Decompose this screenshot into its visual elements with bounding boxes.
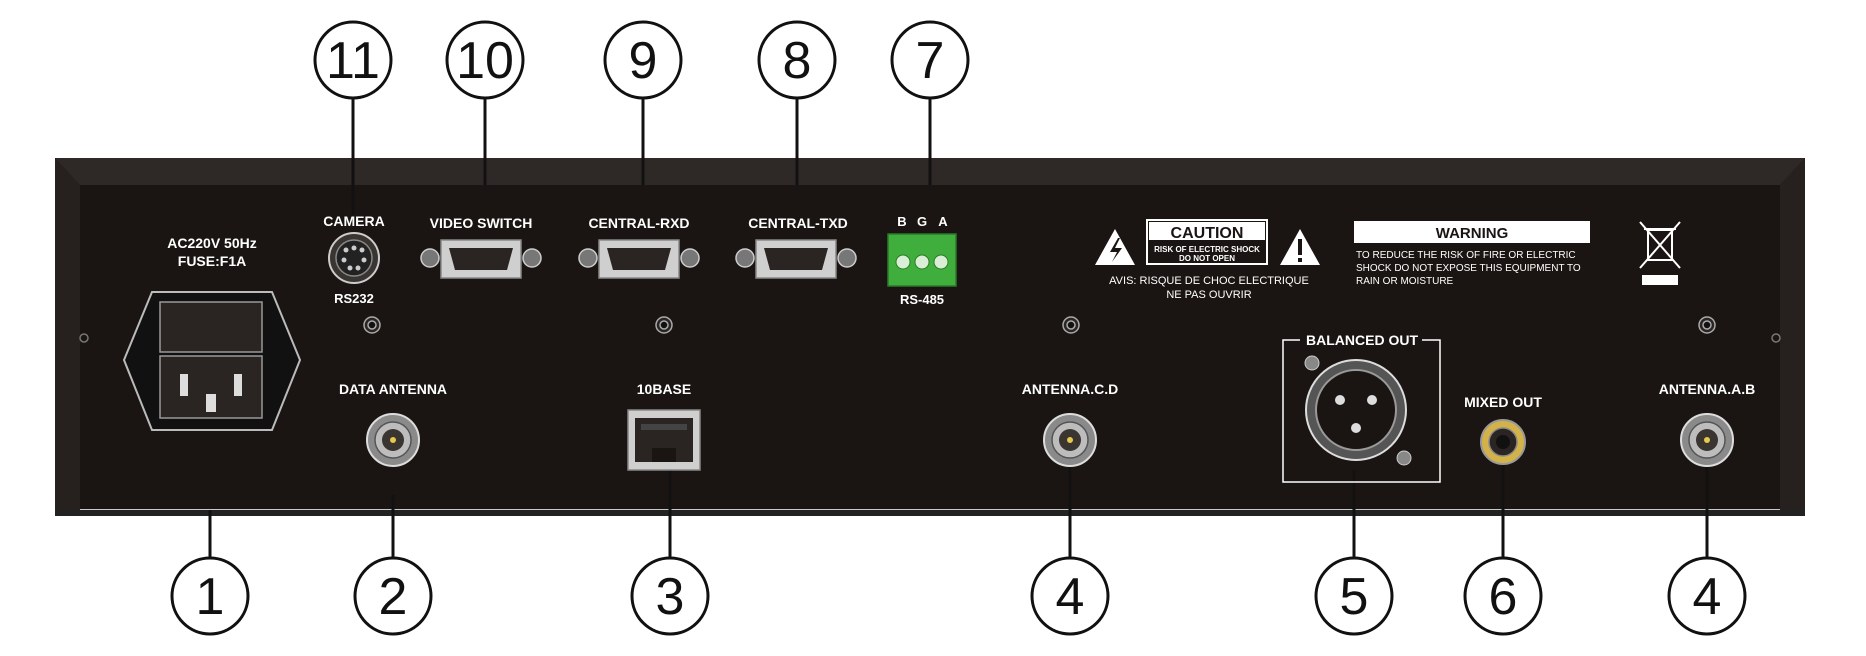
weee-bin-icon (1639, 221, 1681, 285)
callout-10-number: 10 (456, 32, 514, 90)
warning-block (1354, 221, 1590, 243)
rs485-terminal-block (887, 233, 957, 287)
warning-line2: SHOCK DO NOT EXPOSE THIS EQUIPMENT TO (1356, 263, 1581, 274)
power-label-line1: AC220V 50Hz (167, 235, 257, 251)
callout-7: 7 (890, 20, 970, 100)
callout-1: 1 (170, 556, 250, 636)
callout-11-number: 11 (326, 32, 380, 90)
callout-4-right: 4 (1667, 556, 1747, 636)
warning-title: WARNING (1436, 225, 1509, 242)
bottom-leader-lines (208, 462, 1709, 558)
caution-avis-line2: NE PAS OUVRIR (1166, 289, 1251, 301)
callout-7-number: 7 (916, 32, 945, 90)
camera-connector (328, 232, 380, 284)
video-switch-db9 (420, 239, 542, 279)
rs485-pin-g: G (917, 214, 927, 229)
mixed-out-jack (1480, 419, 1526, 465)
rs232-label: RS232 (334, 291, 374, 306)
rs485-label: RS-485 (900, 292, 944, 307)
warning-line1: TO REDUCE THE RISK OF FIRE OR ELECTRIC (1356, 250, 1576, 261)
callout-4-left: 4 (1030, 556, 1110, 636)
antenna-ab-bnc (1680, 413, 1734, 467)
callout-10: 10 (445, 20, 525, 100)
callout-3: 3 (630, 556, 710, 636)
video-switch-label: VIDEO SWITCH (430, 215, 533, 231)
ethernet-label: 10BASE (637, 381, 691, 397)
mixed-out-label: MIXED OUT (1464, 394, 1542, 410)
central-txd-label: CENTRAL-TXD (748, 215, 848, 231)
caution-avis-line1: AVIS: RISQUE DE CHOC ELECTRIQUE (1109, 275, 1309, 287)
callout-9-number: 9 (629, 32, 658, 90)
callout-2-number: 2 (379, 568, 408, 626)
callout-4-left-number: 4 (1056, 568, 1085, 626)
callout-5: 5 (1314, 556, 1394, 636)
balanced-out-label: BALANCED OUT (1306, 332, 1418, 348)
warning-line3: RAIN OR MOISTURE (1356, 276, 1454, 287)
power-inlet (122, 291, 302, 431)
camera-label: CAMERA (323, 213, 384, 229)
data-antenna-bnc (366, 413, 420, 467)
callout-8-number: 8 (783, 32, 812, 90)
balanced-out-xlr (1282, 339, 1441, 483)
callout-9: 9 (603, 20, 683, 100)
callout-6-number: 6 (1489, 568, 1518, 626)
rear-panel (55, 158, 1805, 516)
top-leader-lines (351, 97, 932, 215)
callout-11: 11 (313, 20, 393, 100)
central-rxd-label: CENTRAL-RXD (588, 215, 689, 231)
callout-1-number: 1 (196, 568, 225, 626)
callout-8: 8 (757, 20, 837, 100)
caution-sub1: RISK OF ELECTRIC SHOCK (1154, 245, 1260, 254)
data-antenna-label: DATA ANTENNA (339, 381, 447, 397)
rs485-pin-a: A (938, 214, 948, 229)
central-rxd-db9 (578, 239, 700, 279)
power-label-line2: FUSE:F1A (178, 253, 246, 269)
caution-title: CAUTION (1171, 225, 1244, 242)
antenna-cd-bnc (1043, 413, 1097, 467)
mounting-holes (363, 316, 1716, 334)
antenna-cd-label: ANTENNA.C.D (1022, 381, 1118, 397)
ethernet-rj45-port (627, 409, 701, 471)
callout-2: 2 (353, 556, 433, 636)
rs485-pin-b: B (897, 214, 906, 229)
caution-block (1095, 219, 1320, 265)
caution-sub2: DO NOT OPEN (1179, 254, 1235, 263)
callout-3-number: 3 (656, 568, 685, 626)
antenna-ab-label: ANTENNA.A.B (1659, 381, 1755, 397)
callout-5-number: 5 (1340, 568, 1369, 626)
callout-6: 6 (1463, 556, 1543, 636)
central-txd-db9 (735, 239, 857, 279)
callout-4-right-number: 4 (1693, 568, 1722, 626)
